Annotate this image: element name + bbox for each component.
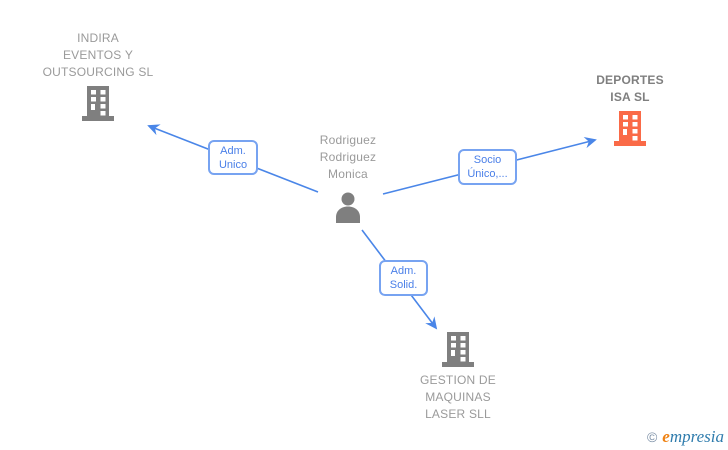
copyright-icon: © [646,429,658,445]
company-name-line: LASER SLL [425,407,491,421]
person-icon [336,192,360,223]
company-name-line: OUTSOURCING SL [42,65,154,79]
company-name-line: ISA SL [610,90,650,104]
company-name-line: DEPORTES [596,73,664,87]
building-icon [442,332,474,367]
edge-label-line: Adm. [390,265,417,277]
empresia-logo-text: empresia [662,428,724,445]
edge-label-line: Socio [473,154,502,166]
building-icon [82,86,114,121]
edge-label-line: Unico [218,158,248,171]
company-name-line: MAQUINAS [425,390,491,404]
person-name-line: Rodriguez [319,133,377,147]
company-node-gestion[interactable]: GESTION DE MAQUINAS LASER SLL [384,332,532,423]
edge-label-line: Solid. [389,279,418,291]
edge-label-adm-unico[interactable]: Adm. Unico [208,140,258,175]
company-node-indira[interactable]: INDIRA EVENTOS Y OUTSOURCING SL [14,30,182,121]
person-name-line: Monica [328,167,368,181]
empresia-logo-e: e [662,427,670,446]
person-name: Rodriguez Rodriguez Monica [320,132,377,183]
building-icon-highlighted [614,111,646,146]
edge-label-line: Adm. [220,144,246,157]
edge-label-socio-unico[interactable]: Socio Único,... [458,149,517,185]
person-name-line: Rodriguez [319,150,377,164]
company-name-deportes: DEPORTES ISA SL [596,72,664,106]
company-name-gestion: GESTION DE MAQUINAS LASER SLL [420,372,496,423]
person-node[interactable]: Rodriguez Rodriguez Monica [274,132,422,223]
empresia-watermark-link[interactable]: © empresia [647,428,724,445]
edge-label-adm-solid[interactable]: Adm. Solid. [379,260,428,296]
company-name-line: EVENTOS Y [62,48,134,62]
company-name-line: GESTION DE [419,373,496,387]
company-name-indira: INDIRA EVENTOS Y OUTSOURCING SL [43,30,154,81]
company-name-line: INDIRA [77,31,119,45]
company-node-deportes[interactable]: DEPORTES ISA SL [556,72,704,146]
empresia-logo-rest: mpresia [669,427,724,446]
edge-label-line: Único,... [467,168,508,180]
